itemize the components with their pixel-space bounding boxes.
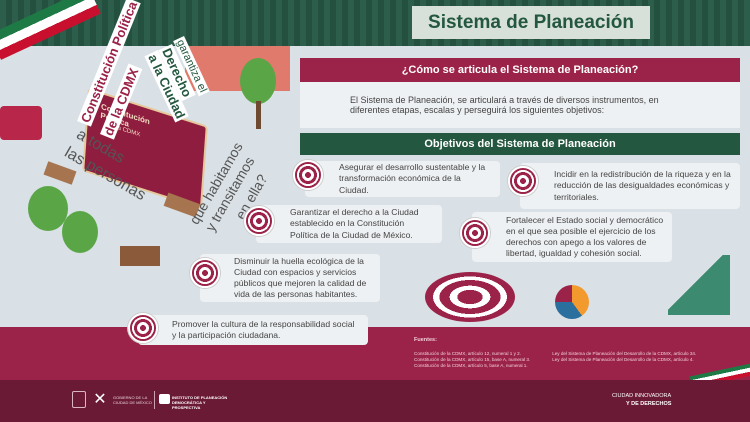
objective-card: Disminuir la huella ecológica de la Ciud… xyxy=(200,254,380,302)
source-item: Ley del Sistema de Planeación del Desarr… xyxy=(552,357,694,363)
source-item: Ley del Sistema de Planeación del Desarr… xyxy=(552,351,697,356)
sources: Fuentes: Constitución de la CDMX, artícu… xyxy=(414,337,744,370)
footer: ✕ GOBIERNO DE LA CIUDAD DE MÉXICO INSTIT… xyxy=(0,380,750,422)
objective-text: Promover la cultura de la responsabilida… xyxy=(172,318,355,340)
cdmx-shield-logo xyxy=(72,391,86,408)
tree xyxy=(240,58,276,104)
divider xyxy=(154,391,155,409)
tree xyxy=(62,211,98,253)
source-item: Constitución de la CDMX, artículo 15, ba… xyxy=(414,357,531,363)
car xyxy=(0,106,42,140)
tree xyxy=(28,186,68,231)
pie-chart-graphic xyxy=(555,285,589,319)
government-label: GOBIERNO DE LA CIUDAD DE MÉXICO xyxy=(113,395,152,406)
illustration: Constitución Política de la CDMX ¿Sabías… xyxy=(0,0,300,327)
target-icon xyxy=(293,160,323,190)
objective-card: Promover la cultura de la responsabilida… xyxy=(138,315,368,345)
team-target-illustration xyxy=(425,272,515,322)
institute-logo xyxy=(159,394,170,404)
slogan: CIUDAD INNOVADORA xyxy=(612,393,672,399)
target-icon xyxy=(128,313,158,343)
objective-text: Disminuir la huella ecológica de la Ciud… xyxy=(234,255,367,300)
objectives-title: Objetivos del Sistema de Planeación xyxy=(300,133,740,155)
target-icon xyxy=(460,218,490,248)
objective-card: Fortalecer el Estado social y democrátic… xyxy=(472,212,672,262)
tree-trunk xyxy=(256,101,261,129)
source-item: Constitución de la CDMX, artículo 12, nu… xyxy=(414,351,521,356)
page-title: Sistema de Planeación xyxy=(412,6,650,39)
objective-card: Garantizar el derecho a la Ciudad establ… xyxy=(256,205,442,243)
target-icon xyxy=(244,206,274,236)
question-bar: ¿Cómo se articula el Sistema de Planeaci… xyxy=(300,58,740,82)
objective-card: Incidir en la redistribución de la rique… xyxy=(520,163,740,209)
objective-text: Asegurar el desarrollo sustentable y la … xyxy=(339,162,486,195)
target-icon xyxy=(508,166,538,196)
intro-text: El Sistema de Planeación, se articulará … xyxy=(300,82,740,128)
picnic-table xyxy=(120,246,160,266)
objective-text: Fortalecer el Estado social y democrátic… xyxy=(506,214,664,259)
institute-label: INSTITUTO DE PLANEACIÓN DEMOCRÁTICA Y PR… xyxy=(172,395,228,411)
sources-band xyxy=(0,327,750,380)
target-icon xyxy=(190,258,220,288)
objective-text: Incidir en la redistribución de la rique… xyxy=(554,169,731,202)
cdmx-logo: ✕ xyxy=(93,391,107,408)
objective-card: Asegurar el desarrollo sustentable y la … xyxy=(305,161,500,197)
objective-text: Garantizar el derecho a la Ciudad establ… xyxy=(290,207,419,240)
slogan: Y DE DERECHOS xyxy=(626,401,672,407)
source-item: Constitución de la CDMX, artículo 5, bas… xyxy=(414,363,528,369)
stairs-graphic xyxy=(668,255,730,315)
sources-label: Fuentes: xyxy=(414,337,437,343)
